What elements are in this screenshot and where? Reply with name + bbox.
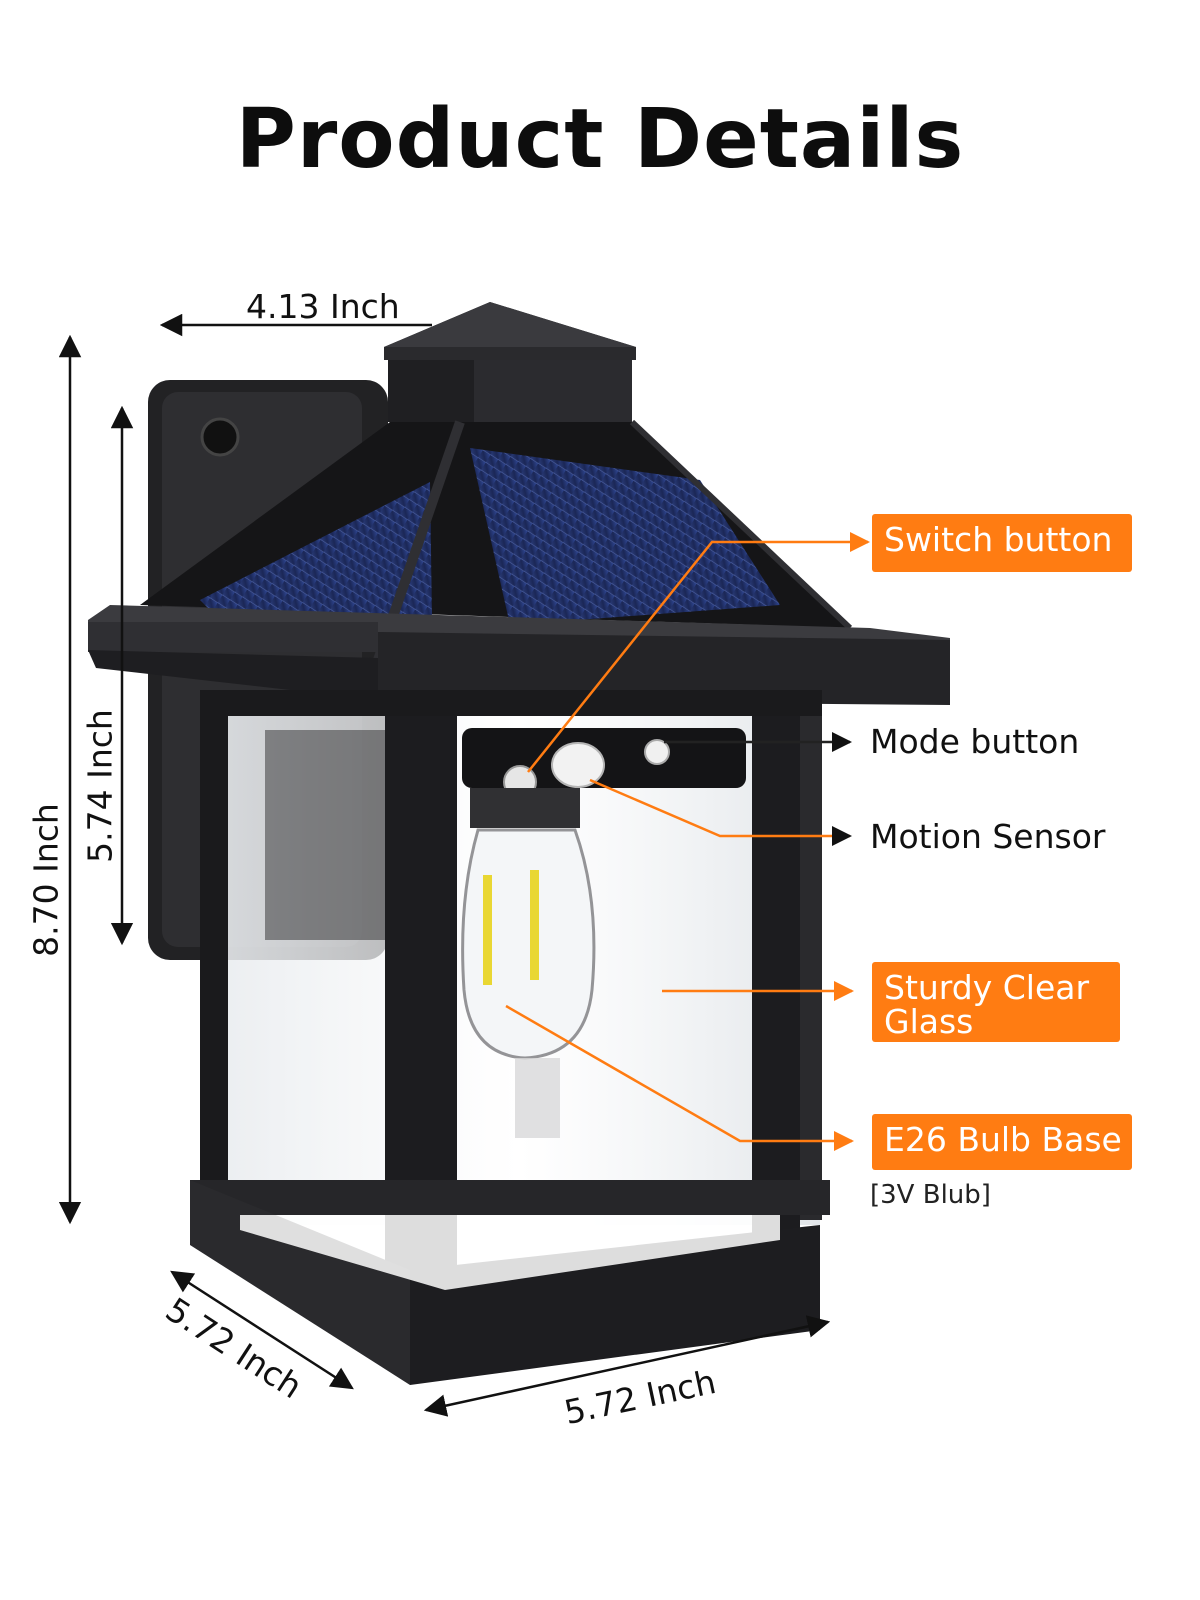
screw-hole-icon bbox=[200, 417, 240, 457]
solar-panel-right bbox=[470, 448, 780, 625]
total-height-label: 8.70 Inch bbox=[26, 803, 66, 957]
roof-rim bbox=[88, 605, 950, 705]
roof-cap bbox=[384, 302, 636, 422]
motion-sensor-leader bbox=[589, 778, 852, 846]
base-depth-arrow bbox=[170, 1270, 354, 1390]
plate-height-label: 5.74 Inch bbox=[80, 709, 120, 863]
mode-button-callout: Mode button bbox=[870, 722, 1080, 761]
lantern-body bbox=[190, 690, 830, 1385]
solar-roof bbox=[140, 419, 853, 662]
motion-sensor-callout: Motion Sensor bbox=[870, 817, 1106, 856]
top-width-label: 4.13 Inch bbox=[246, 287, 400, 326]
base-width-arrow bbox=[423, 1315, 831, 1417]
bulb-note: [3V Blub] bbox=[870, 1180, 991, 1210]
bulb-icon bbox=[461, 828, 596, 1060]
bulb-base-leader bbox=[505, 1004, 854, 1151]
switch-button-leader bbox=[527, 532, 870, 773]
switch-button-callout: Switch button bbox=[872, 514, 1132, 572]
clear-glass-callout: Sturdy Clear Glass bbox=[872, 962, 1120, 1042]
page-title: Product Details bbox=[235, 92, 965, 187]
mode-button-icon bbox=[644, 739, 670, 765]
solar-panel-left bbox=[200, 482, 432, 620]
motion-sensor-icon bbox=[551, 742, 605, 788]
bulb-base-callout: E26 Bulb Base bbox=[872, 1114, 1132, 1170]
